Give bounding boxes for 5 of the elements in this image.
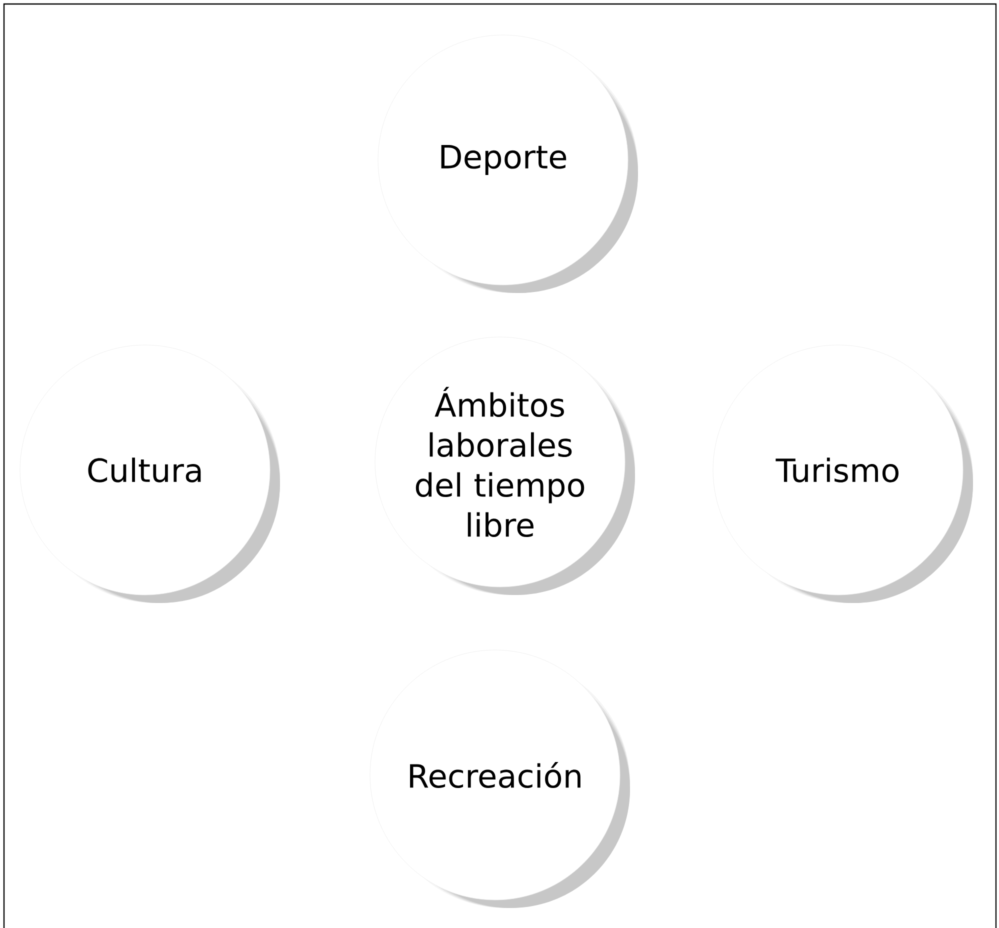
circle-node: Deporte [378,34,638,293]
circle-node: Ámbitos laborales del tiempo libre [374,336,635,595]
circle-node: Cultura [20,344,280,603]
circle-node: Turismo [712,344,973,603]
circle-node: Recreación [370,650,630,908]
